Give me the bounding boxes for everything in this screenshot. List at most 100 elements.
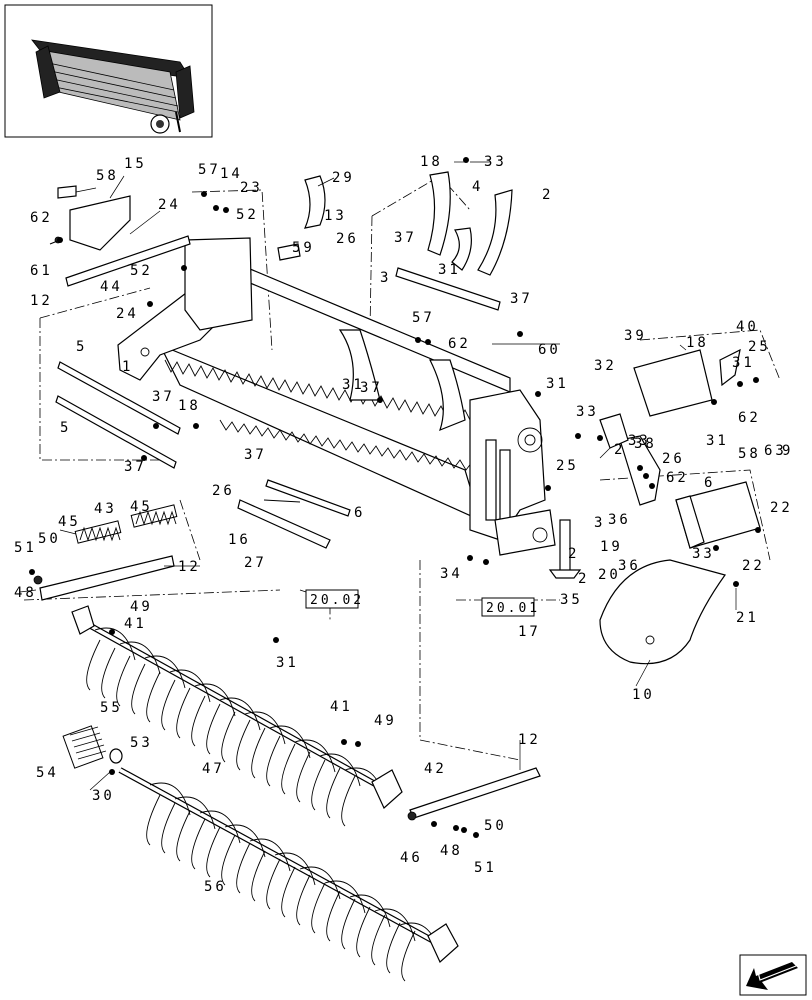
- callout-label: 62: [30, 210, 53, 226]
- strips-5: [55, 361, 181, 469]
- callout-label: 52: [130, 263, 153, 279]
- callout-label: 59: [292, 240, 315, 256]
- callout-label: 37: [394, 230, 417, 246]
- callout-label: 46: [400, 850, 423, 866]
- callout-label: 39: [624, 328, 647, 344]
- next-page-arrow-icon[interactable]: [739, 954, 807, 996]
- callout-label: 47: [202, 761, 225, 777]
- callout-label: 56: [204, 879, 227, 895]
- callout-label: 2: [568, 546, 579, 562]
- callout-label: 3: [594, 515, 605, 531]
- callout-label: 5: [60, 420, 71, 436]
- callout-label: 25: [556, 458, 579, 474]
- callout-label: 31: [706, 433, 729, 449]
- callout-label: 63: [764, 443, 787, 459]
- callout-label: 53: [130, 735, 153, 751]
- callout-label: 34: [440, 566, 463, 582]
- callout-label: 43: [94, 501, 117, 517]
- callout-label: 14: [220, 166, 243, 182]
- callout-label: 5: [76, 339, 87, 355]
- callout-label: 40: [736, 319, 759, 335]
- hardware-fasteners: [29, 157, 761, 838]
- leader-lines: [19, 161, 737, 791]
- callout-label: 58: [738, 446, 761, 462]
- callout-label: 6: [704, 475, 715, 491]
- callout-label: 41: [124, 616, 147, 632]
- callout-label: 48: [14, 585, 37, 601]
- callout-label: 32: [594, 358, 617, 374]
- callout-label: 37: [360, 380, 383, 396]
- callout-label: 51: [474, 860, 497, 876]
- callout-label: 16: [228, 532, 251, 548]
- callout-label: 50: [38, 531, 61, 547]
- callout-label: 33: [484, 154, 507, 170]
- assembly-guide-lines: [23, 175, 781, 761]
- callout-label: 54: [36, 765, 59, 781]
- callout-label: 3: [380, 270, 391, 286]
- callout-label: 36: [618, 558, 641, 574]
- guide-plates: [277, 171, 513, 311]
- right-side-assembly: [494, 348, 761, 665]
- callout-label: 42: [424, 761, 447, 777]
- callout-label: 29: [332, 170, 355, 186]
- callout-label: 33: [692, 546, 715, 562]
- strips-6-16: [237, 479, 351, 549]
- callout-label: 18: [686, 335, 709, 351]
- callout-label: 2: [578, 571, 589, 587]
- callout-label: 1: [122, 359, 133, 375]
- callout-label: 41: [330, 699, 353, 715]
- callout-label: 22: [770, 500, 793, 516]
- callout-label: 4: [472, 179, 483, 195]
- callout-label: 48: [440, 843, 463, 859]
- callout-label: 50: [484, 818, 507, 834]
- callout-label: 26: [662, 451, 685, 467]
- tine-rotor-56: [62, 725, 459, 982]
- callout-label: 37: [244, 447, 267, 463]
- callout-labels: 1 2 2 2 2 3 3 4 5 5 6 6 9 10 12 12 12 13…: [14, 154, 793, 895]
- callout-label: 24: [158, 197, 181, 213]
- callout-label: 12: [178, 559, 201, 575]
- callout-label: 31: [342, 377, 365, 393]
- tine-rotor-47: [71, 605, 403, 827]
- callout-label: 44: [100, 279, 123, 295]
- callout-label: 22: [742, 558, 765, 574]
- callout-label: 31: [546, 376, 569, 392]
- header-frame: [117, 237, 546, 541]
- callout-label: 30: [92, 788, 115, 804]
- callout-label: 35: [560, 592, 583, 608]
- callout-label: 33: [576, 404, 599, 420]
- lower-left-springs: [33, 504, 178, 601]
- callout-label: 61: [30, 263, 53, 279]
- callout-label: 57: [412, 310, 435, 326]
- ref-20-02: 20.02: [310, 593, 364, 608]
- callout-label: 45: [130, 499, 153, 515]
- callout-label: 26: [336, 231, 359, 247]
- callout-label: 12: [518, 732, 541, 748]
- callout-label: 12: [30, 293, 53, 309]
- callout-label: 31: [276, 655, 299, 671]
- header-thumbnail-image: [4, 4, 213, 138]
- reference-boxes: 20.02 20.01: [305, 589, 537, 617]
- callout-label: 24: [116, 306, 139, 322]
- callout-label: 62: [666, 470, 689, 486]
- lower-right-bar-12: [407, 767, 541, 821]
- callout-label: 37: [152, 389, 175, 405]
- callout-label: 17: [518, 624, 541, 640]
- callout-label: 18: [420, 154, 443, 170]
- callout-label: 2: [614, 442, 625, 458]
- callout-label: 49: [374, 713, 397, 729]
- callout-label: 6: [354, 505, 365, 521]
- callout-label: 15: [124, 156, 147, 172]
- callout-label: 2: [542, 187, 553, 203]
- callout-label: 18: [178, 398, 201, 414]
- callout-label: 21: [736, 610, 759, 626]
- callout-label: 19: [600, 539, 623, 555]
- callout-label: 31: [732, 355, 755, 371]
- callout-label: 55: [100, 700, 123, 716]
- upper-left-assembly: [49, 185, 191, 287]
- callout-label: 13: [324, 208, 347, 224]
- callout-label: 9: [782, 443, 793, 459]
- callout-label: 49: [130, 599, 153, 615]
